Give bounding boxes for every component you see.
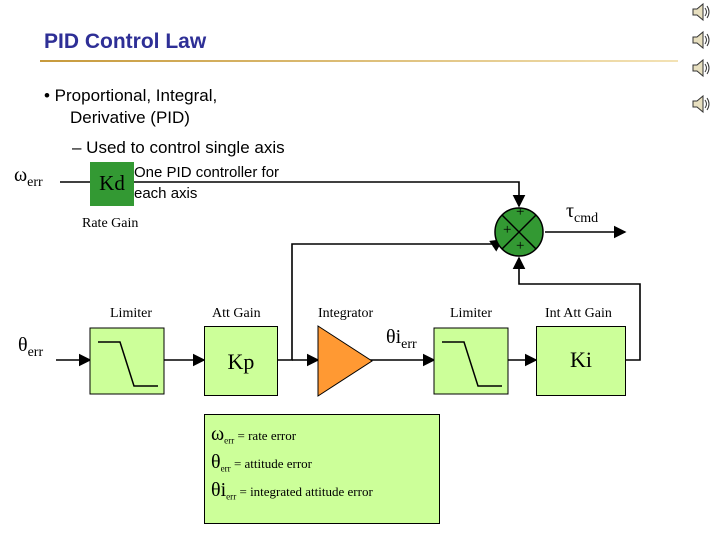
kd-block: Kd xyxy=(90,162,134,206)
legend-box: ωerr = rate error θerr = attitude error … xyxy=(204,414,440,524)
slide-title: PID Control Law xyxy=(44,30,207,53)
limiter-1-label: Limiter xyxy=(110,306,152,321)
summing-junction xyxy=(494,207,544,257)
summer-sign-top: + xyxy=(516,204,525,220)
rate-gain-label: Rate Gain xyxy=(82,216,139,231)
ki-block: Ki xyxy=(536,326,626,396)
bullet-1-line-1: • Proportional, Integral, xyxy=(44,86,218,105)
torque-command-output-label: τcmd xyxy=(566,200,599,226)
summer-sign-bottom: + xyxy=(516,238,525,254)
integrated-error-label: θierr xyxy=(386,326,417,352)
attitude-error-input-label: θerr xyxy=(18,334,44,360)
summer-sign-left: + xyxy=(503,222,512,238)
speaker-icon[interactable] xyxy=(690,94,712,114)
ki-label: Ki xyxy=(570,347,592,372)
att-gain-label: Att Gain xyxy=(212,306,261,321)
integrator-block xyxy=(317,325,373,397)
bullet-1-line-2: Derivative (PID) xyxy=(70,108,190,127)
kp-block: Kp xyxy=(204,326,278,396)
legend-attitude-error: θerr = attitude error xyxy=(211,451,313,474)
title-underline xyxy=(40,60,678,62)
speaker-icon[interactable] xyxy=(690,30,712,50)
speaker-icon[interactable] xyxy=(690,58,712,78)
limiter-block-1 xyxy=(89,327,165,395)
bullet-3-line-1: One PID controller for xyxy=(134,164,280,181)
limiter-2-label: Limiter xyxy=(450,306,492,321)
integrator-label: Integrator xyxy=(318,306,374,321)
limiter-block-2 xyxy=(433,327,509,395)
rate-error-input-label: ωerr xyxy=(14,164,43,190)
speaker-icon[interactable] xyxy=(690,2,712,22)
bullet-3-line-2: each axis xyxy=(134,185,198,202)
legend-integrated-error: θierr = integrated attitude error xyxy=(211,479,373,502)
legend-rate-error: ωerr = rate error xyxy=(211,423,297,446)
kp-label: Kp xyxy=(227,349,255,374)
int-att-gain-label: Int Att Gain xyxy=(545,306,612,321)
kd-label: Kd xyxy=(99,171,125,195)
bullet-2: – Used to control single axis xyxy=(72,138,285,157)
